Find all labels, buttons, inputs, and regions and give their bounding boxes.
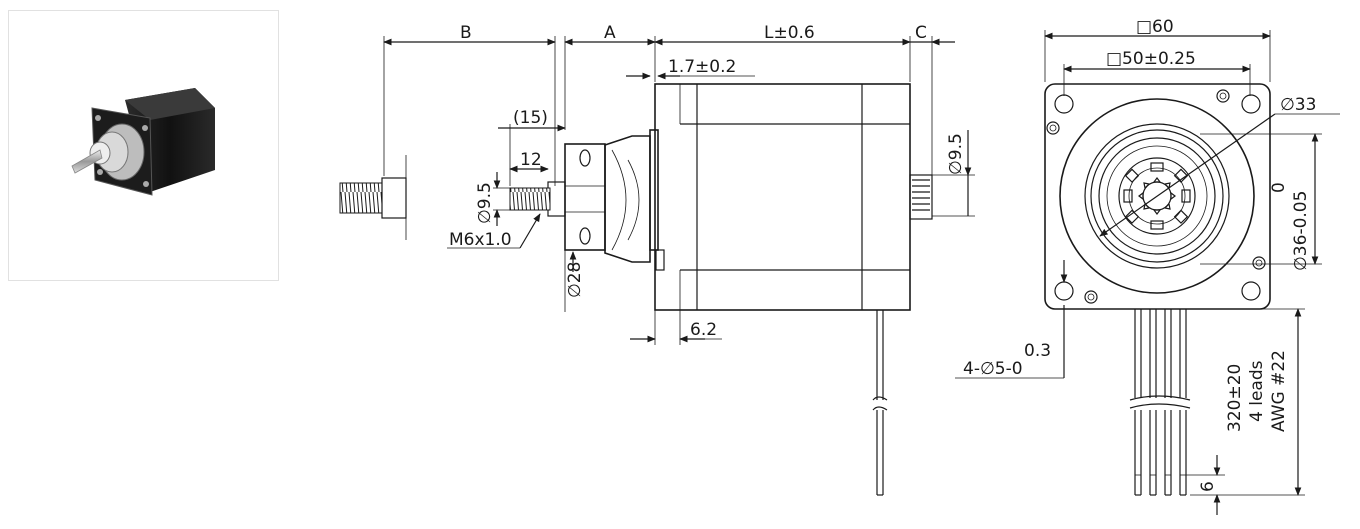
dim-holes: 4-∅5-0 xyxy=(963,359,1023,379)
dim-square60: □60 xyxy=(1136,17,1174,37)
dim-62: 6.2 xyxy=(690,320,717,340)
dim-a: A xyxy=(604,23,616,43)
motor-photo xyxy=(71,88,215,196)
dim-c: C xyxy=(915,23,927,43)
dim-thread: M6x1.0 xyxy=(449,230,512,250)
dim-d95-left: ∅9.5 xyxy=(475,182,495,224)
dim-15: (15) xyxy=(513,108,548,128)
lead-count: 4 leads xyxy=(1247,360,1267,422)
dim-6: 6 xyxy=(1198,481,1218,492)
dim-d95-right: ∅9.5 xyxy=(946,133,966,175)
front-view: □60 □50±0.25 xyxy=(955,17,1340,515)
lead-length: 320±20 xyxy=(1225,364,1245,432)
dim-holes-tol: 0.3 xyxy=(1024,341,1051,361)
dim-square50: □50±0.25 xyxy=(1106,49,1196,69)
dim-d36-tol: 0 xyxy=(1269,182,1289,193)
side-view: B A L±0.6 C 1.7±0.2 xyxy=(339,23,975,496)
dim-flange: 1.7±0.2 xyxy=(668,57,736,77)
dim-12: 12 xyxy=(520,150,542,170)
lead-gauge: AWG #22 xyxy=(1269,350,1289,432)
pinion-gear xyxy=(1138,177,1176,215)
dim-d36: ∅36-0.05 xyxy=(1291,191,1311,271)
dim-d28: ∅28 xyxy=(565,262,585,298)
dim-l: L±0.6 xyxy=(764,23,815,43)
dim-d33: ∅33 xyxy=(1280,95,1316,115)
lead-wires xyxy=(1129,309,1191,496)
dim-b: B xyxy=(460,23,472,43)
